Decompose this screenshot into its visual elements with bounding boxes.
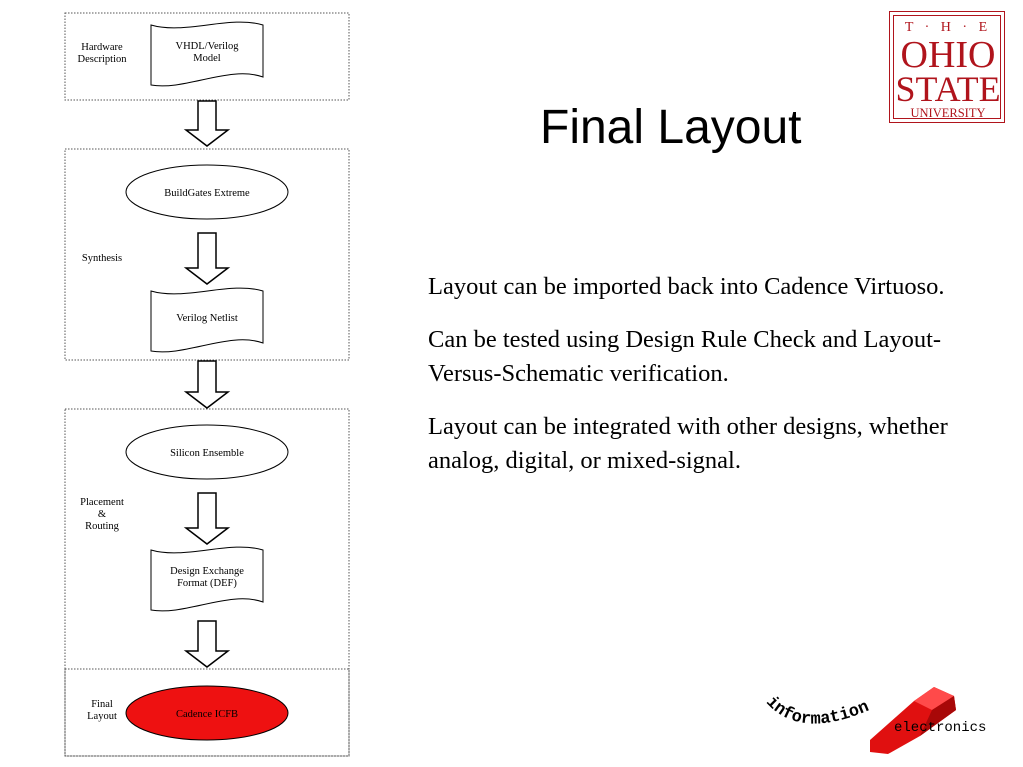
flow-arrow bbox=[183, 232, 231, 285]
stage-label: Final bbox=[91, 699, 113, 710]
osu-logo-line4: UNIVERSITY bbox=[911, 106, 986, 120]
flow-arrow bbox=[183, 360, 231, 409]
node-label: Design Exchange bbox=[170, 566, 244, 577]
slide-title: Final Layout bbox=[540, 101, 802, 154]
slide-body: Layout can be imported back into Cadence… bbox=[428, 270, 1008, 497]
tool-node-ellipse bbox=[125, 424, 289, 480]
stage-box bbox=[64, 408, 350, 757]
node-label: VHDL/Verilog bbox=[176, 41, 240, 52]
stage-box bbox=[64, 148, 350, 361]
node-label: Cadence ICFB bbox=[176, 709, 238, 720]
node-label: Model bbox=[193, 53, 220, 64]
stage-label: Placement bbox=[80, 497, 124, 508]
osu-logo-line1: T · H · E bbox=[905, 20, 991, 35]
node-label: Verilog Netlist bbox=[176, 313, 238, 324]
stage-box bbox=[64, 12, 350, 101]
logo-word-information: information bbox=[762, 693, 872, 730]
file-node-document bbox=[150, 287, 264, 353]
node-label: BuildGates Extreme bbox=[164, 188, 250, 199]
flow-arrow bbox=[183, 492, 231, 545]
tool-node-ellipse bbox=[125, 685, 289, 741]
flow-arrow bbox=[183, 620, 231, 668]
node-label: Silicon Ensemble bbox=[170, 448, 244, 459]
stage-box bbox=[64, 668, 350, 757]
body-paragraph: Layout can be imported back into Cadence… bbox=[428, 273, 945, 300]
body-paragraph: Can be tested using Design Rule Check an… bbox=[428, 326, 942, 387]
node-label: Format (DEF) bbox=[177, 578, 237, 589]
osu-logo-line3: STATE bbox=[895, 69, 1000, 109]
logo-word-electronics: electronics bbox=[894, 720, 986, 736]
stage-label: Routing bbox=[85, 521, 120, 532]
stage-label: Synthesis bbox=[82, 253, 122, 264]
stage-label: Hardware bbox=[81, 42, 123, 53]
stage-label: Description bbox=[78, 54, 128, 65]
file-node-document bbox=[150, 21, 264, 87]
stage-label: & bbox=[98, 509, 106, 520]
ohio-state-logo: T · H · E OHIO STATE UNIVERSITY bbox=[889, 11, 1005, 123]
tool-node-ellipse bbox=[125, 164, 289, 220]
body-paragraph: Layout can be integrated with other desi… bbox=[428, 413, 948, 474]
osu-logo-line2: OHIO bbox=[901, 34, 996, 76]
flow-arrow bbox=[183, 100, 231, 147]
file-node-document bbox=[150, 546, 264, 612]
information-electronics-logo: information electronics bbox=[762, 684, 1012, 756]
stage-label: Layout bbox=[87, 711, 117, 722]
